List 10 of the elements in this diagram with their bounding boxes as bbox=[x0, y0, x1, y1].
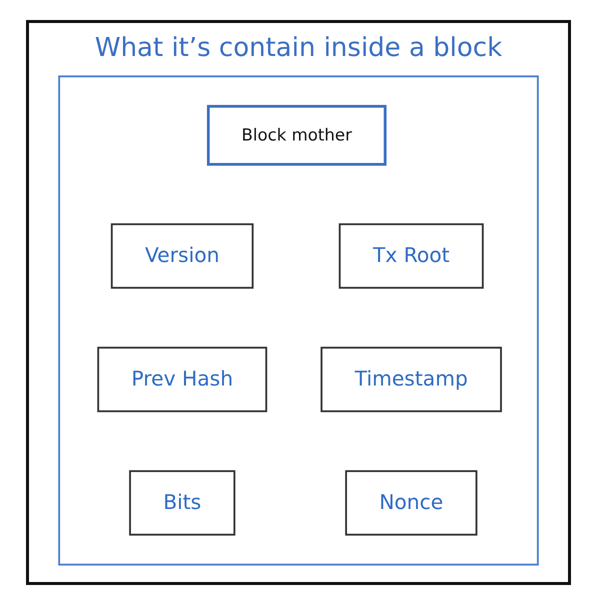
node-box bbox=[320, 346, 502, 412]
node-box bbox=[345, 470, 478, 536]
title: What it’s contain inside a block bbox=[94, 33, 502, 63]
node-box bbox=[110, 223, 254, 289]
node-box bbox=[338, 223, 484, 289]
node-box bbox=[97, 346, 268, 412]
diagram-frame: What it’s contain inside a block Block mother Version Tx Root Prev Hash Timestamp Bits Nonce bbox=[26, 20, 571, 585]
node-box bbox=[129, 470, 236, 536]
cluster bbox=[58, 75, 539, 566]
node-box bbox=[206, 104, 387, 166]
